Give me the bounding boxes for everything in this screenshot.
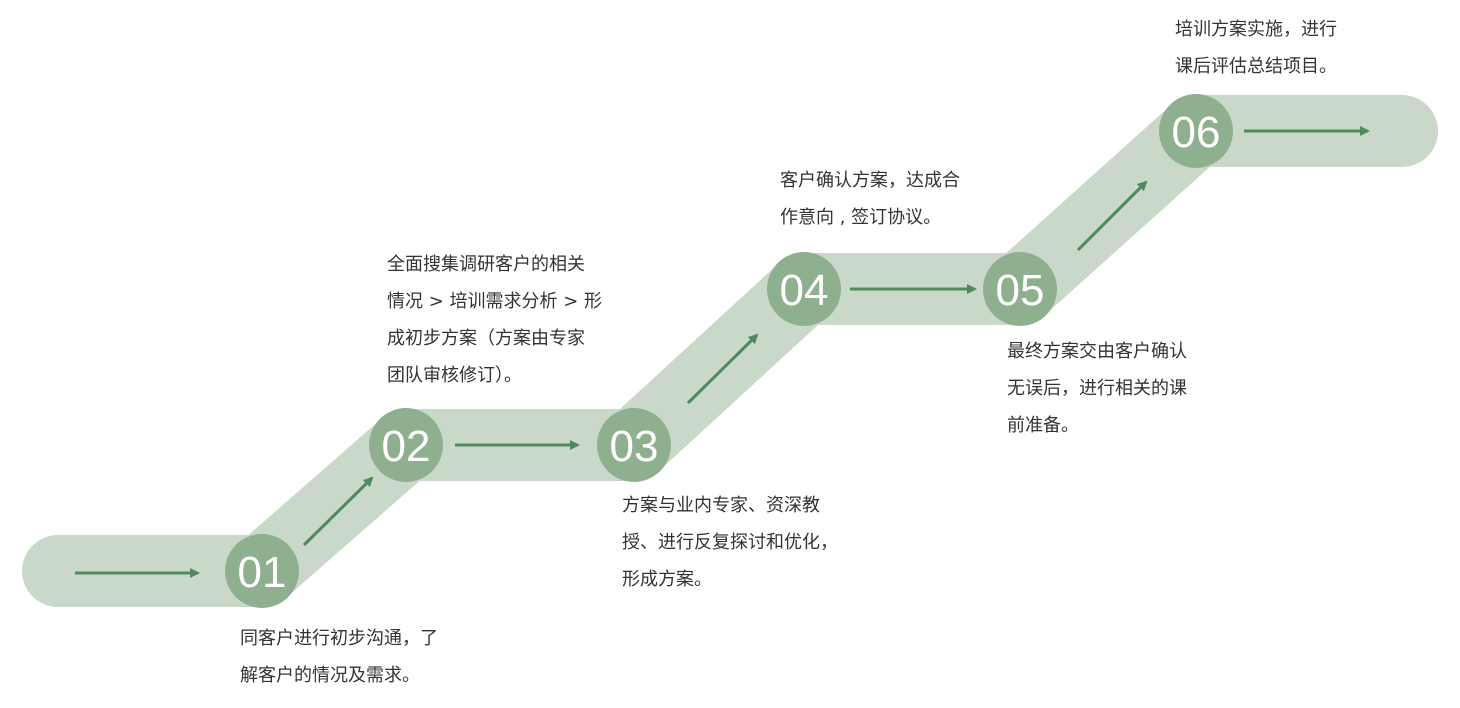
step-01-description: 同客户进行初步沟通，了 解客户的情况及需求。 — [240, 620, 438, 694]
step-number: 06 — [1172, 108, 1221, 157]
step-04-description: 客户确认方案，达成合 作意向 , 签订协议。 — [780, 162, 960, 236]
step-circle-05 — [983, 252, 1057, 326]
desc-line: 形成方案。 — [622, 569, 712, 590]
desc-line: 方案与业内专家、资深教 — [622, 495, 820, 516]
desc-line: 无误后，进行相关的课 — [1007, 378, 1187, 399]
desc-line: 全面搜集调研客户的相关 — [387, 254, 585, 275]
step-03-description: 方案与业内专家、资深教 授、进行反复探讨和优化， 形成方案。 — [622, 487, 838, 598]
step-circle-02 — [369, 408, 443, 482]
step-number: 04 — [780, 266, 829, 315]
desc-line: 解客户的情况及需求。 — [240, 665, 420, 686]
desc-line: 团队审核修订）。 — [387, 365, 522, 386]
desc-line: 培训方案实施，进行 — [1175, 19, 1337, 40]
desc-line: 成初步方案（方案由专家 — [387, 328, 585, 349]
desc-line: 最终方案交由客户确认 — [1007, 341, 1187, 362]
step-number: 02 — [382, 422, 431, 471]
desc-line: 前准备。 — [1007, 415, 1079, 436]
arrow-03-04 — [686, 333, 759, 405]
step-circle-04 — [767, 252, 841, 326]
step-number: 01 — [238, 548, 287, 597]
desc-line: 同客户进行初步沟通，了 — [240, 628, 438, 649]
step-circle-03 — [597, 408, 671, 482]
step-number: 03 — [610, 422, 659, 471]
step-05-description: 最终方案交由客户确认 无误后，进行相关的课 前准备。 — [1007, 333, 1187, 444]
desc-line: 客户确认方案，达成合 — [780, 170, 960, 191]
step-circle-01 — [225, 534, 299, 608]
desc-line: 课后评估总结项目。 — [1175, 56, 1337, 77]
step-number: 05 — [996, 266, 1045, 315]
desc-line: 情况 > 培训需求分析 > 形 — [387, 291, 603, 312]
arrow-05-06 — [1076, 180, 1148, 252]
step-02-description: 全面搜集调研客户的相关 情况 > 培训需求分析 > 形 成初步方案（方案由专家 … — [387, 246, 602, 394]
arrow-01-02 — [302, 476, 374, 547]
step-circle-06 — [1159, 94, 1233, 168]
step-06-description: 培训方案实施，进行 课后评估总结项目。 — [1175, 11, 1337, 85]
desc-line: 作意向 , 签订协议。 — [780, 207, 942, 228]
desc-line: 授、进行反复探讨和优化， — [622, 532, 838, 553]
